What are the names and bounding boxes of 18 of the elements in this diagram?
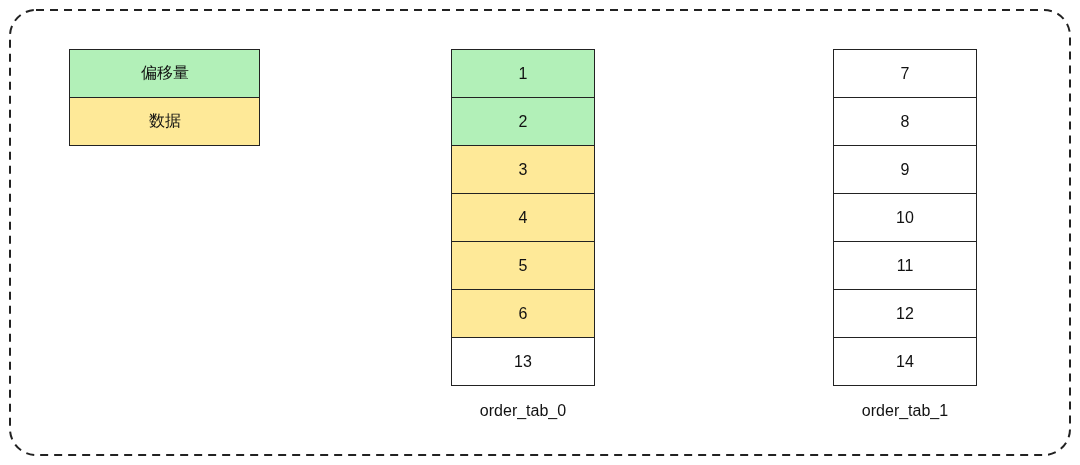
table-cell: 11 <box>833 241 977 290</box>
table-cell: 6 <box>451 289 595 338</box>
table-name: order_tab_0 <box>479 402 567 420</box>
table-name: order_tab_1 <box>861 402 949 420</box>
table-cell: 4 <box>451 193 595 242</box>
legend-swatch: 偏移量 <box>69 49 260 98</box>
table-cell: 10 <box>833 193 977 242</box>
legend-swatch: 数据 <box>69 97 260 146</box>
table-cell: 13 <box>451 337 595 386</box>
table-cell: 3 <box>451 145 595 194</box>
table-cell: 14 <box>833 337 977 386</box>
table-cell: 5 <box>451 241 595 290</box>
table-cell: 12 <box>833 289 977 338</box>
table-cell: 8 <box>833 97 977 146</box>
table-cell: 2 <box>451 97 595 146</box>
table-cell: 1 <box>451 49 595 98</box>
table-cell: 9 <box>833 145 977 194</box>
table-cell: 7 <box>833 49 977 98</box>
